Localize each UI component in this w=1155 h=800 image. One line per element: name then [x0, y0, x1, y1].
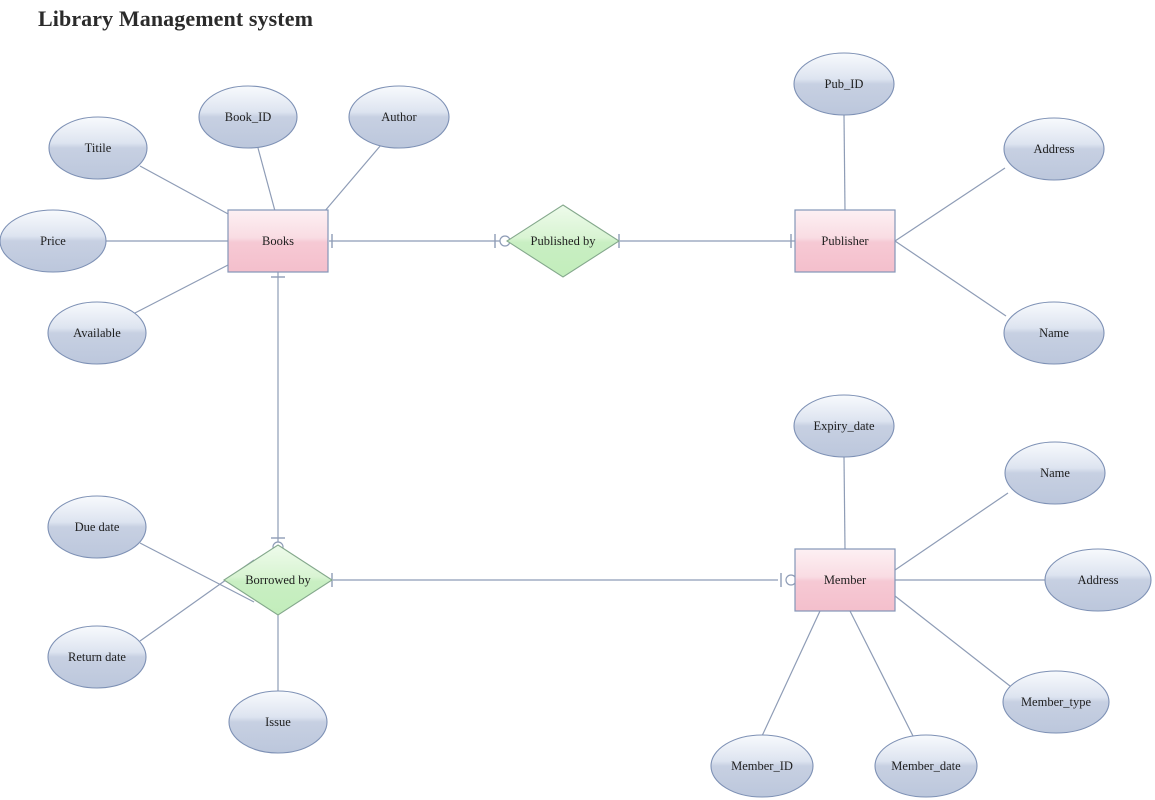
attribute-node-available[interactable]: Available — [47, 301, 147, 365]
entity-node-books[interactable]: Books — [227, 209, 329, 273]
attribute-ellipse[interactable] — [710, 734, 814, 798]
attribute-node-return_date[interactable]: Return date — [47, 625, 147, 689]
connector-line — [761, 610, 821, 737]
entity-node-member[interactable]: Member — [794, 548, 896, 612]
connector-line — [257, 147, 276, 212]
cardinality-markers-group — [271, 234, 797, 587]
attribute-ellipse[interactable] — [348, 85, 450, 149]
attribute-ellipse[interactable] — [48, 116, 148, 180]
attribute-ellipse[interactable] — [1002, 670, 1110, 734]
relationship-diamond[interactable] — [505, 204, 621, 278]
attribute-ellipse[interactable] — [1003, 117, 1105, 181]
attribute-ellipse[interactable] — [0, 209, 107, 273]
attribute-ellipse[interactable] — [1004, 441, 1106, 505]
attribute-ellipse[interactable] — [1003, 301, 1105, 365]
connector-line — [843, 456, 846, 550]
connector-line — [139, 542, 255, 603]
attribute-node-member_date[interactable]: Member_date — [874, 734, 978, 798]
entity-rect[interactable] — [794, 548, 896, 612]
connector-line — [894, 595, 1011, 687]
attribute-node-price[interactable]: Price — [0, 209, 107, 273]
attribute-ellipse[interactable] — [47, 625, 147, 689]
attribute-node-book_id[interactable]: Book_ID — [198, 85, 298, 149]
attribute-ellipse[interactable] — [47, 495, 147, 559]
entity-rect[interactable] — [794, 209, 896, 273]
attribute-ellipse[interactable] — [874, 734, 978, 798]
connector-line — [894, 240, 1007, 317]
attribute-node-pub_name[interactable]: Name — [1003, 301, 1105, 365]
relationship-node-published_by[interactable]: Published by — [505, 204, 621, 278]
attribute-node-due_date[interactable]: Due date — [47, 495, 147, 559]
relationship-node-borrowed_by[interactable]: Borrowed by — [222, 544, 334, 616]
connector-line — [323, 144, 382, 213]
attribute-node-pub_id[interactable]: Pub_ID — [793, 52, 895, 116]
attribute-node-mem_address[interactable]: Address — [1044, 548, 1152, 612]
connector-line — [894, 167, 1006, 242]
attribute-ellipse[interactable] — [793, 394, 895, 458]
relationship-diamond[interactable] — [222, 544, 334, 616]
connector-line — [849, 610, 914, 737]
attribute-ellipse[interactable] — [198, 85, 298, 149]
attribute-ellipse[interactable] — [793, 52, 895, 116]
attribute-node-expiry_date[interactable]: Expiry_date — [793, 394, 895, 458]
entity-node-publisher[interactable]: Publisher — [794, 209, 896, 273]
connector-line — [843, 114, 846, 212]
attribute-node-issue[interactable]: Issue — [228, 690, 328, 754]
entity-rect[interactable] — [227, 209, 329, 273]
connector-lines-group — [106, 114, 1045, 737]
attribute-ellipse[interactable] — [228, 690, 328, 754]
attribute-node-titile[interactable]: Titile — [48, 116, 148, 180]
attribute-node-member_id[interactable]: Member_ID — [710, 734, 814, 798]
attribute-node-author[interactable]: Author — [348, 85, 450, 149]
connector-line — [132, 264, 229, 315]
page-title: Library Management system — [38, 6, 314, 31]
attribute-node-pub_address[interactable]: Address — [1003, 117, 1105, 181]
attribute-ellipse[interactable] — [47, 301, 147, 365]
attribute-ellipse[interactable] — [1044, 548, 1152, 612]
attribute-node-member_type[interactable]: Member_type — [1002, 670, 1110, 734]
connector-line — [139, 165, 231, 216]
connector-line — [894, 492, 1009, 571]
cardinality-marker — [780, 573, 797, 587]
attribute-node-mem_name[interactable]: Name — [1004, 441, 1106, 505]
